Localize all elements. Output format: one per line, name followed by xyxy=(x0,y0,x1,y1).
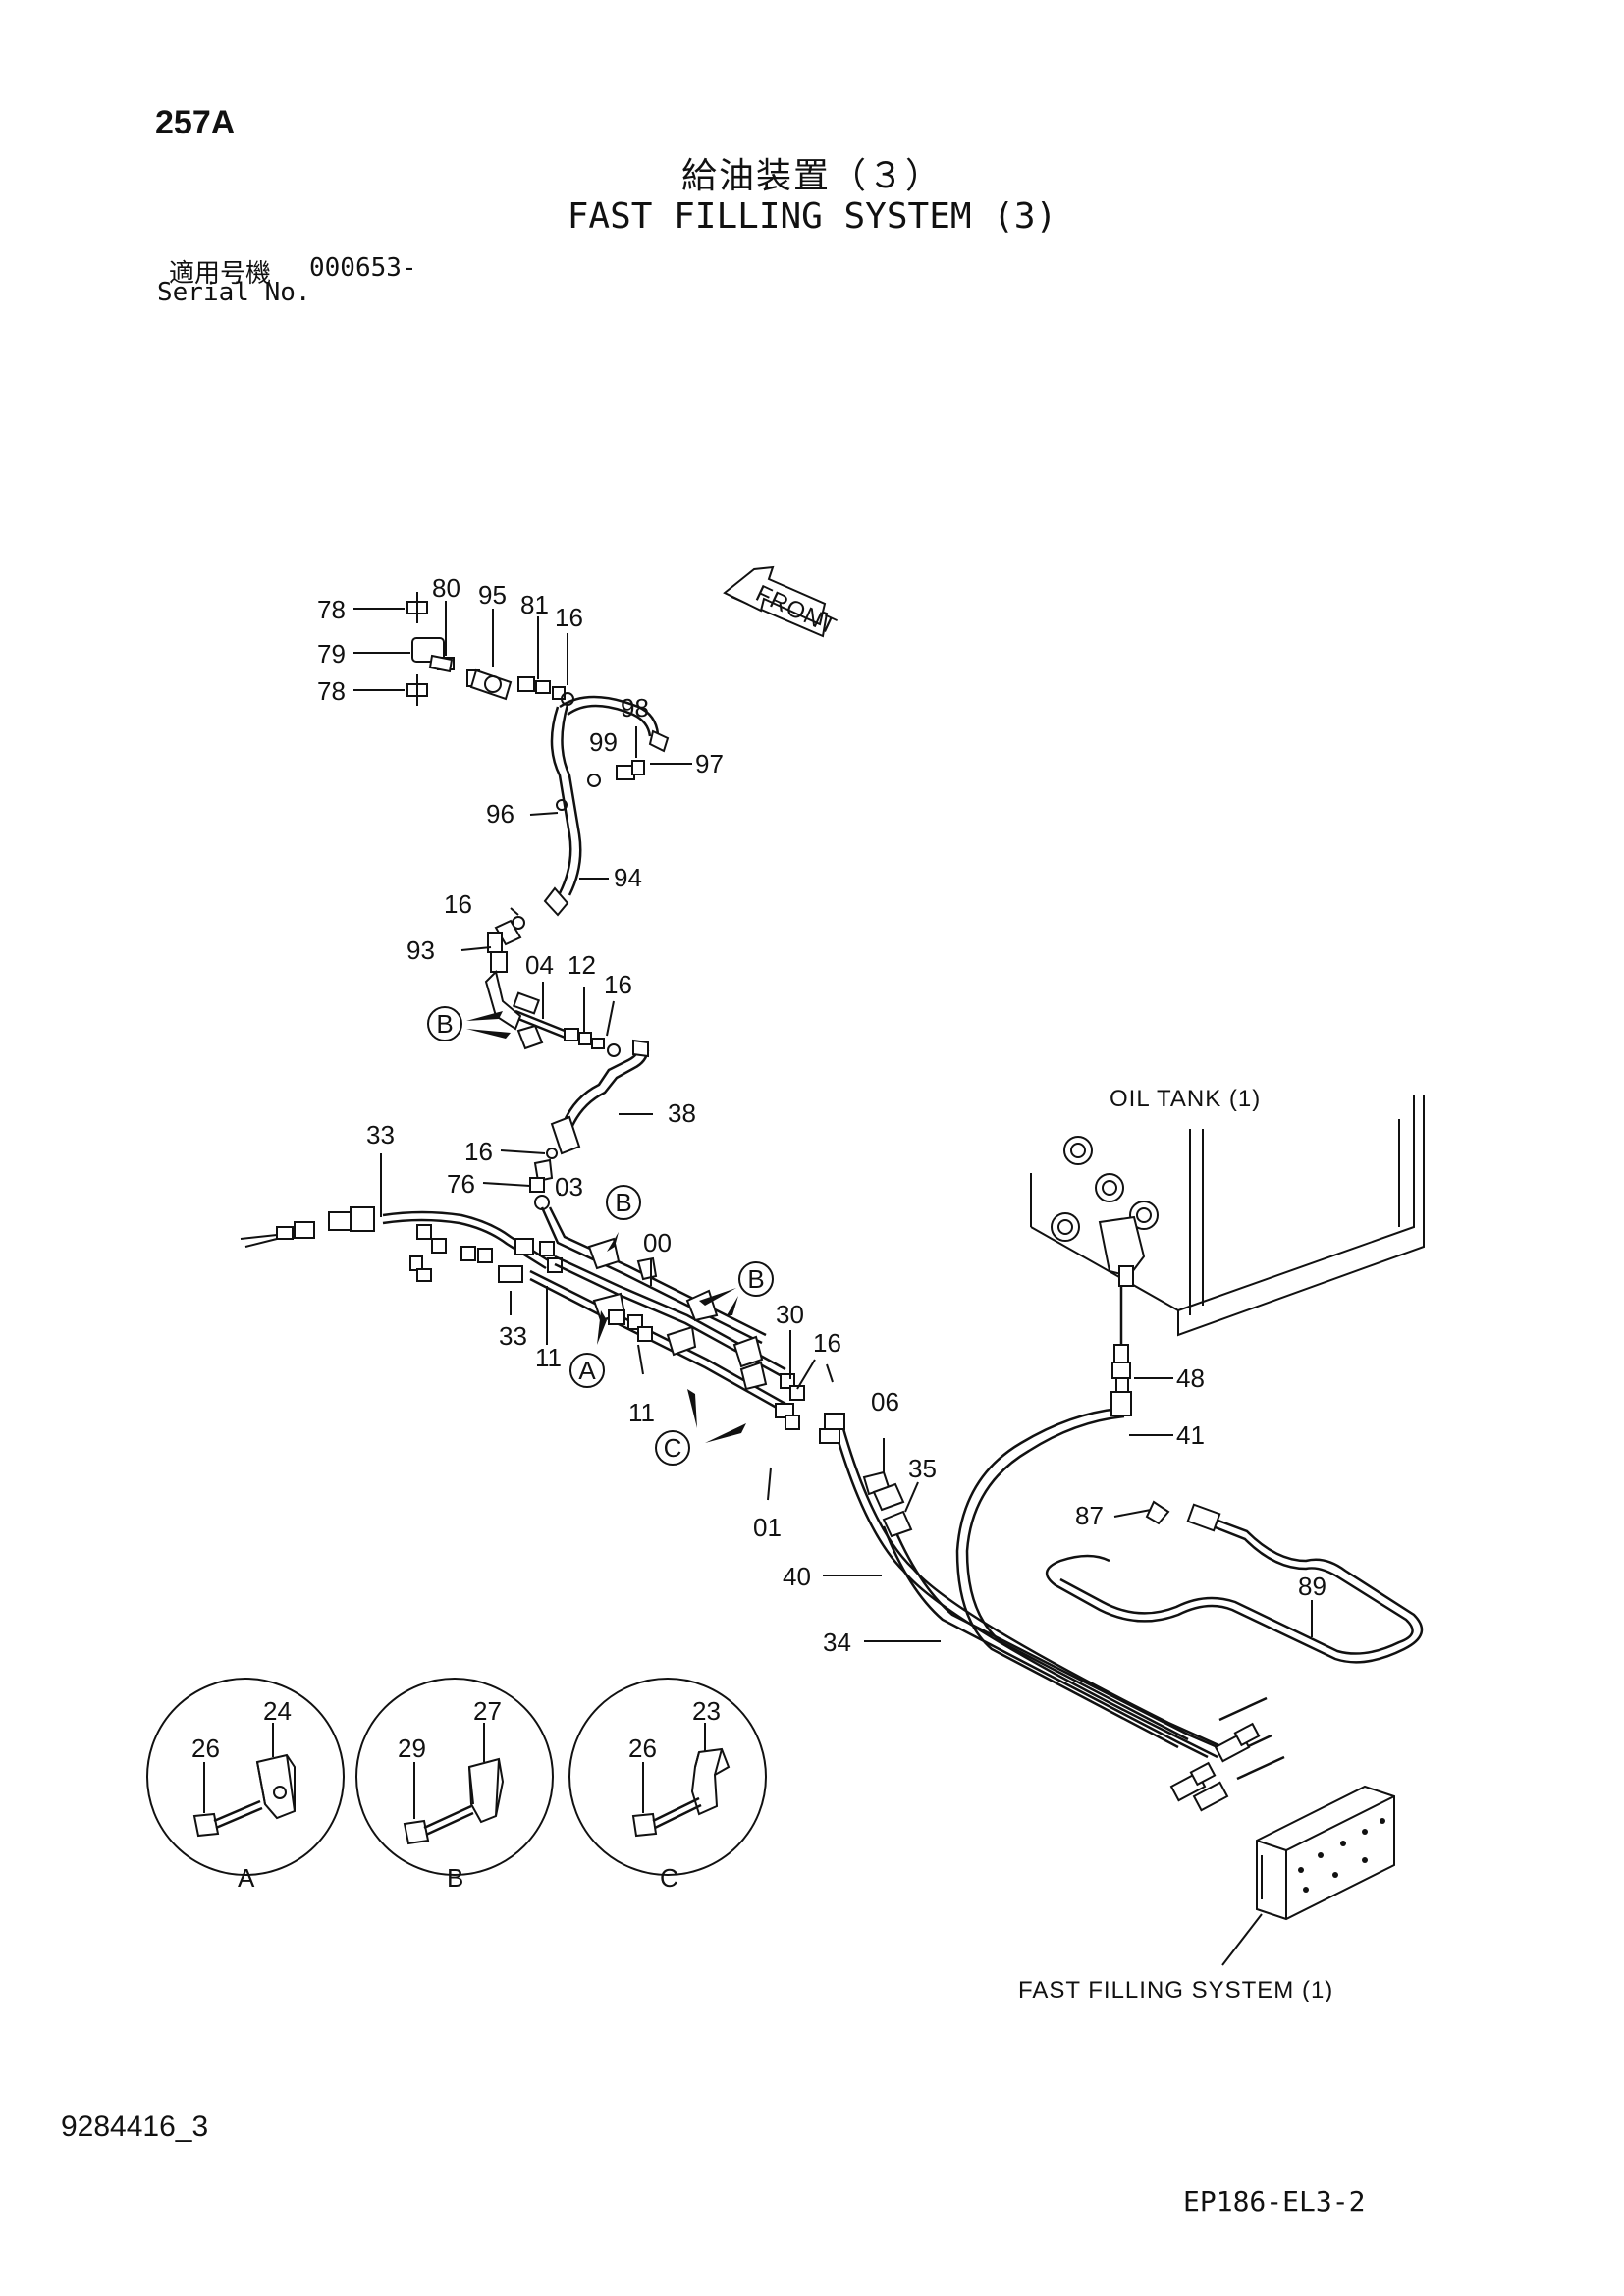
detail-a-bolt-26: 26 xyxy=(191,1734,220,1763)
detail-a-clamp-24: 24 xyxy=(263,1696,292,1726)
marker-b-2: B xyxy=(615,1188,631,1217)
callout-04: 04 xyxy=(525,950,554,980)
marker-pointers xyxy=(466,1011,746,1443)
marker-b-1: B xyxy=(436,1009,453,1039)
callout-80: 80 xyxy=(432,573,460,603)
title-english: FAST FILLING SYSTEM (3) xyxy=(567,196,1057,237)
fast-filling-block: FAST FILLING SYSTEM (1) xyxy=(1018,1785,1395,2003)
detail-view-b: 27 29 B xyxy=(355,1678,554,1893)
callout-89: 89 xyxy=(1298,1572,1326,1601)
detail-c-clamp-23: 23 xyxy=(692,1696,721,1726)
callout-95: 95 xyxy=(478,580,507,610)
callout-93: 93 xyxy=(406,935,435,965)
callout-98: 98 xyxy=(621,693,649,722)
callout-87: 87 xyxy=(1075,1501,1104,1530)
upper-pipe xyxy=(543,695,670,1155)
callout-97: 97 xyxy=(695,749,724,778)
callout-06: 06 xyxy=(871,1387,899,1416)
title-japanese: 給油装置（３） xyxy=(680,156,943,196)
callout-79: 79 xyxy=(317,639,346,668)
detail-b-clamp-27: 27 xyxy=(473,1696,502,1726)
callout-33-top: 33 xyxy=(366,1120,395,1149)
serial-value: 000653- xyxy=(309,253,417,283)
callout-81: 81 xyxy=(520,590,549,619)
callout-00: 00 xyxy=(643,1228,672,1257)
front-label: FRONT xyxy=(751,580,840,641)
detail-a-letter: A xyxy=(238,1863,255,1893)
page-id: 257A xyxy=(155,104,236,141)
callout-33-bottom: 33 xyxy=(499,1321,527,1351)
callout-30: 30 xyxy=(776,1300,804,1329)
marker-c: C xyxy=(664,1433,682,1463)
callout-11-right: 11 xyxy=(628,1398,655,1427)
detail-view-c: 23 26 C xyxy=(568,1678,767,1893)
detail-b-letter: B xyxy=(447,1863,463,1893)
callout-16-e: 16 xyxy=(813,1328,841,1358)
hose-89 xyxy=(1046,1500,1424,1664)
callout-16-c: 16 xyxy=(604,970,632,999)
callout-94: 94 xyxy=(614,863,642,892)
callout-35: 35 xyxy=(908,1454,937,1483)
callout-numbers: 78 79 78 80 95 81 16 98 99 97 96 94 16 9… xyxy=(317,573,1326,1657)
marker-b-3: B xyxy=(747,1264,764,1294)
serial-label-english: Serial No. xyxy=(157,278,311,307)
detail-c-letter: C xyxy=(660,1863,678,1893)
callout-96: 96 xyxy=(486,799,514,828)
oil-tank-label: OIL TANK (1) xyxy=(1110,1086,1261,1112)
callout-78-top: 78 xyxy=(317,595,346,624)
marker-circles: B B B A C xyxy=(427,1006,774,1466)
callout-16-a: 16 xyxy=(555,603,583,632)
drawing-code: EP186-EL3-2 xyxy=(1183,2185,1366,2217)
document-number: 9284416_3 xyxy=(61,2110,209,2143)
front-arrow: FRONT xyxy=(723,565,840,641)
callout-38: 38 xyxy=(668,1098,696,1128)
callout-12: 12 xyxy=(568,950,596,980)
detail-view-a: 24 26 A xyxy=(146,1678,345,1893)
callout-76: 76 xyxy=(447,1169,475,1199)
callout-78-bottom: 78 xyxy=(317,676,346,706)
callout-48: 48 xyxy=(1176,1363,1205,1393)
callout-16-d: 16 xyxy=(464,1137,493,1166)
leader-lines xyxy=(353,601,1313,1642)
callout-16-b: 16 xyxy=(444,889,472,919)
callout-99: 99 xyxy=(589,727,618,757)
detail-b-bolt-29: 29 xyxy=(398,1734,426,1763)
oil-tank: OIL TANK (1) xyxy=(1030,1086,1425,1337)
callout-01: 01 xyxy=(753,1513,782,1542)
callout-34: 34 xyxy=(823,1628,851,1657)
callout-41: 41 xyxy=(1176,1420,1205,1450)
fast-filling-label: FAST FILLING SYSTEM (1) xyxy=(1018,1977,1333,2003)
detail-c-bolt-26: 26 xyxy=(628,1734,657,1763)
top-fittings xyxy=(406,592,645,1210)
callout-11-left: 11 xyxy=(535,1343,562,1372)
callout-03: 03 xyxy=(555,1172,583,1201)
hose-bundle xyxy=(833,1407,1285,1812)
serial-label-japanese: 適用号機 xyxy=(169,259,272,289)
hose-41 xyxy=(1110,1286,1132,1416)
marker-a: A xyxy=(578,1356,596,1385)
callout-40: 40 xyxy=(783,1562,811,1591)
